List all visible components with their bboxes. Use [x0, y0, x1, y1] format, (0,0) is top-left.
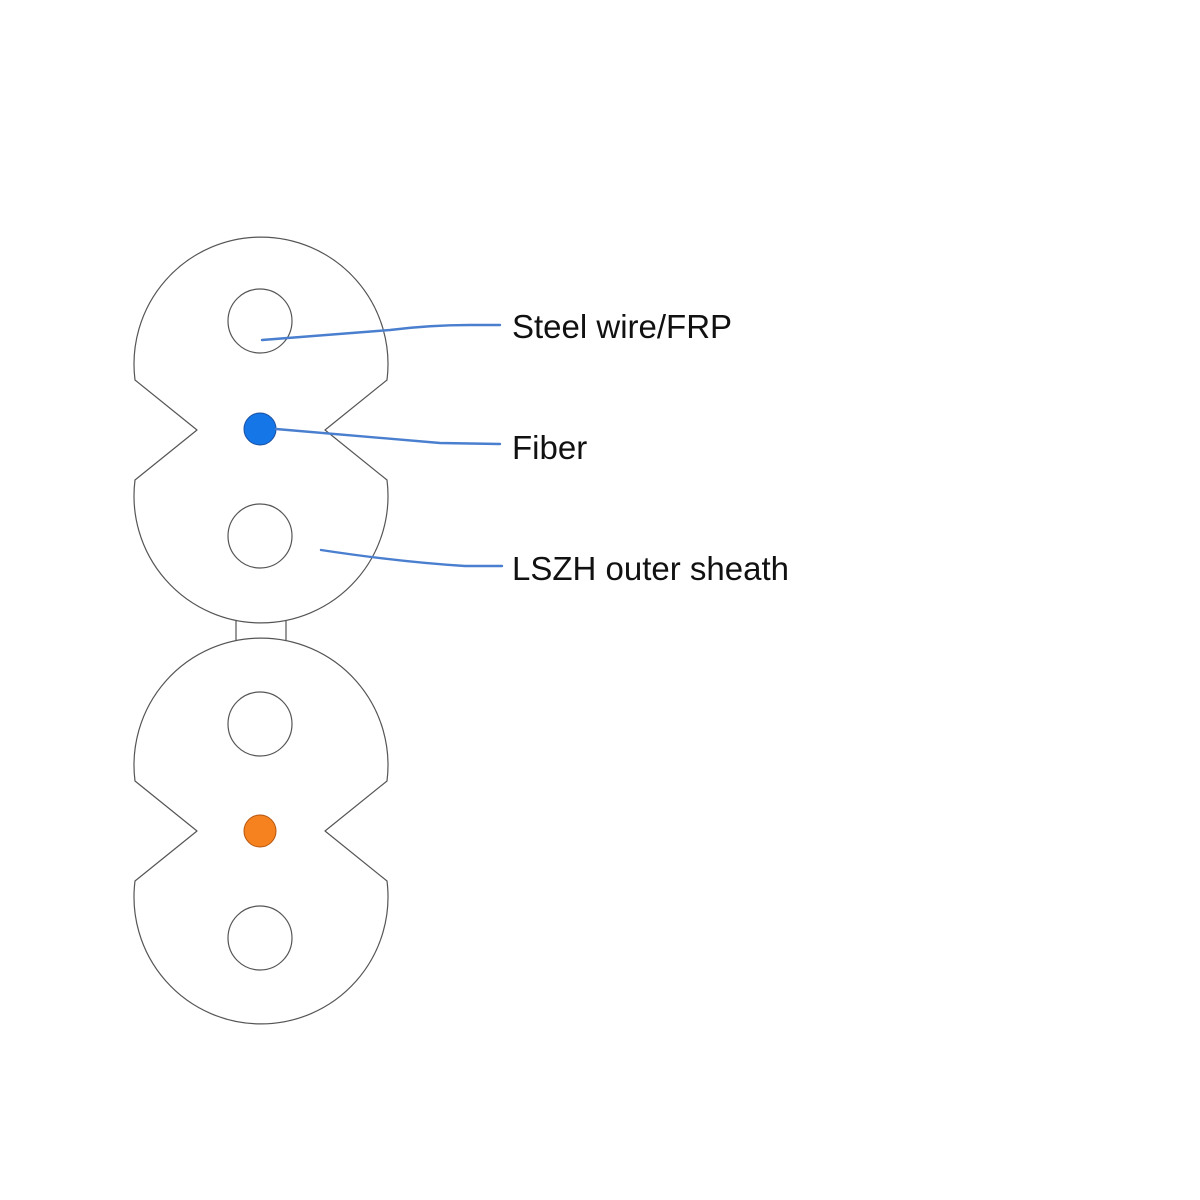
outer-sheath-label: LSZH outer sheath	[512, 550, 789, 587]
bottom-cable-unit	[133, 637, 389, 1025]
top-cable-unit	[133, 236, 389, 624]
steel-wire-leader-line	[260, 323, 502, 342]
fiber-leader-line	[274, 427, 502, 446]
top-cable-upper-strength-member	[227, 288, 293, 354]
bottom-cable-upper-strength-member	[227, 691, 293, 757]
fiber-label: Fiber	[512, 429, 587, 466]
blue-fiber	[243, 412, 277, 446]
top-cable-lower-strength-member	[227, 503, 293, 569]
bottom-cable-lower-strength-member	[227, 905, 293, 971]
steel-wire-label: Steel wire/FRP	[512, 308, 732, 345]
orange-fiber	[243, 814, 277, 848]
outer-sheath-leader-line	[319, 548, 504, 568]
